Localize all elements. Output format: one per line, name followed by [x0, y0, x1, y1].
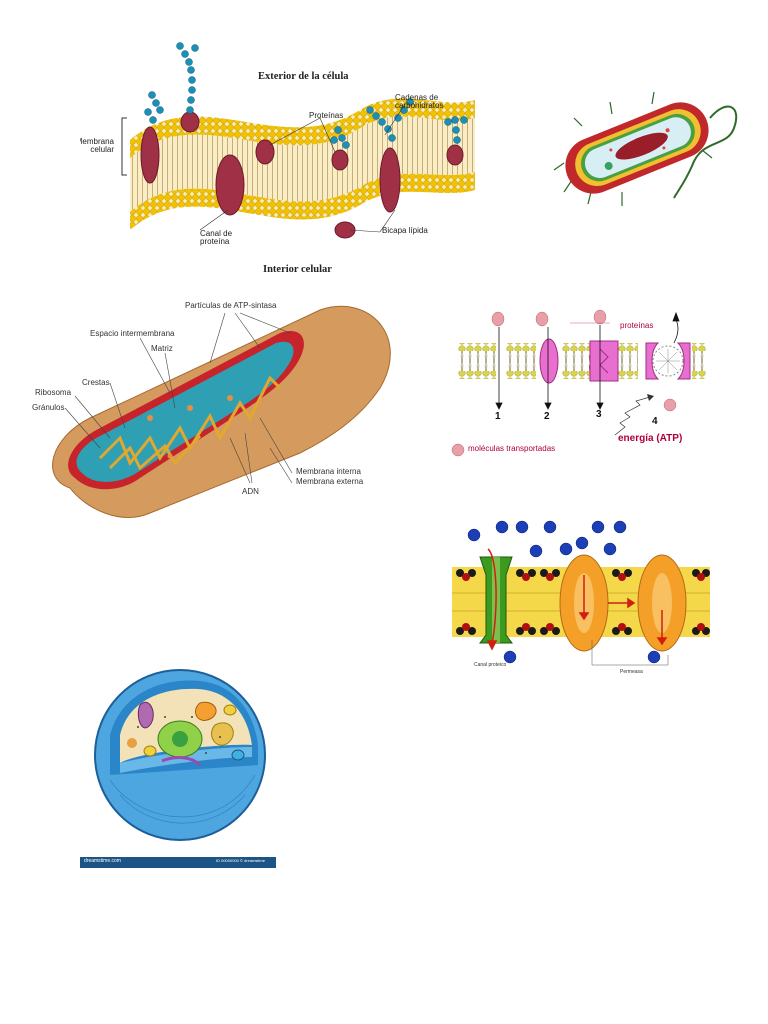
- transport-number-2: 2: [544, 411, 550, 422]
- mito-label-membrana-interna: Membrana interna: [296, 467, 361, 476]
- membrane-label-canal: Canal de proteína: [200, 229, 233, 247]
- transport-legend-label: moléculas transportadas: [468, 444, 556, 453]
- transport-number-1: 1: [495, 411, 501, 422]
- mito-label-adn: ADN: [242, 487, 259, 496]
- channel-diagram: Canal proteico Permeasa: [452, 515, 712, 680]
- membrane-title-top: Exterior de la célula: [258, 71, 349, 82]
- mito-label-crestas: Crestas: [82, 378, 110, 387]
- animal-cell-caption-right: ID 00000000 © dreamstime: [216, 858, 265, 863]
- mito-label-ribosoma: Ribosoma: [35, 388, 72, 397]
- membrane-illustration: [121, 42, 475, 239]
- membrane-title-bottom: Interior celular: [263, 264, 332, 275]
- mito-label-espacio: Espacio intermembrana: [90, 329, 175, 338]
- mito-label-granulos: Gránulos: [32, 403, 65, 412]
- animal-cell-caption-left: dreamstime.com: [84, 858, 121, 864]
- membrane-label-bicapa: Bicapa lípida: [382, 226, 428, 235]
- mitochondrion-illustration: [52, 305, 391, 518]
- membrane-label-cadenas: Cadenas de carbohidratos: [395, 93, 444, 111]
- mito-label-membrana-externa: Membrana externa: [296, 477, 364, 486]
- transport-illustration: [451, 309, 706, 457]
- membrane-label-proteinas: Proteínas: [309, 111, 344, 120]
- bacterium-illustration: [553, 91, 738, 206]
- cell-membrane-diagram: Exterior de la célula Interior celular M…: [80, 40, 480, 280]
- transport-label-proteinas: proteínas: [620, 321, 654, 330]
- mito-label-particulas: Partículas de ATP-sintasa: [185, 301, 277, 310]
- membrane-label-membrana: Membrana celular: [80, 137, 114, 155]
- channel-label-canal: Canal proteico: [474, 662, 507, 668]
- channel-illustration: [452, 520, 710, 666]
- transport-number-4: 4: [652, 416, 658, 427]
- bacterium-diagram: [552, 88, 742, 210]
- mito-label-matriz: Matriz: [151, 344, 173, 353]
- transport-label-energia: energía (ATP): [618, 433, 683, 444]
- animal-cell-diagram: dreamstime.com ID 00000000 © dreamstime: [80, 655, 280, 870]
- transport-number-3: 3: [596, 409, 602, 420]
- transport-diagram: proteínas 1 2 3 4 energía (ATP) molécula…: [450, 305, 720, 465]
- channel-label-permeasa: Permeasa: [620, 669, 643, 675]
- animal-cell-illustration: [80, 669, 276, 868]
- mitochondrion-diagram: Partículas de ATP-sintasa Espacio interm…: [30, 298, 406, 520]
